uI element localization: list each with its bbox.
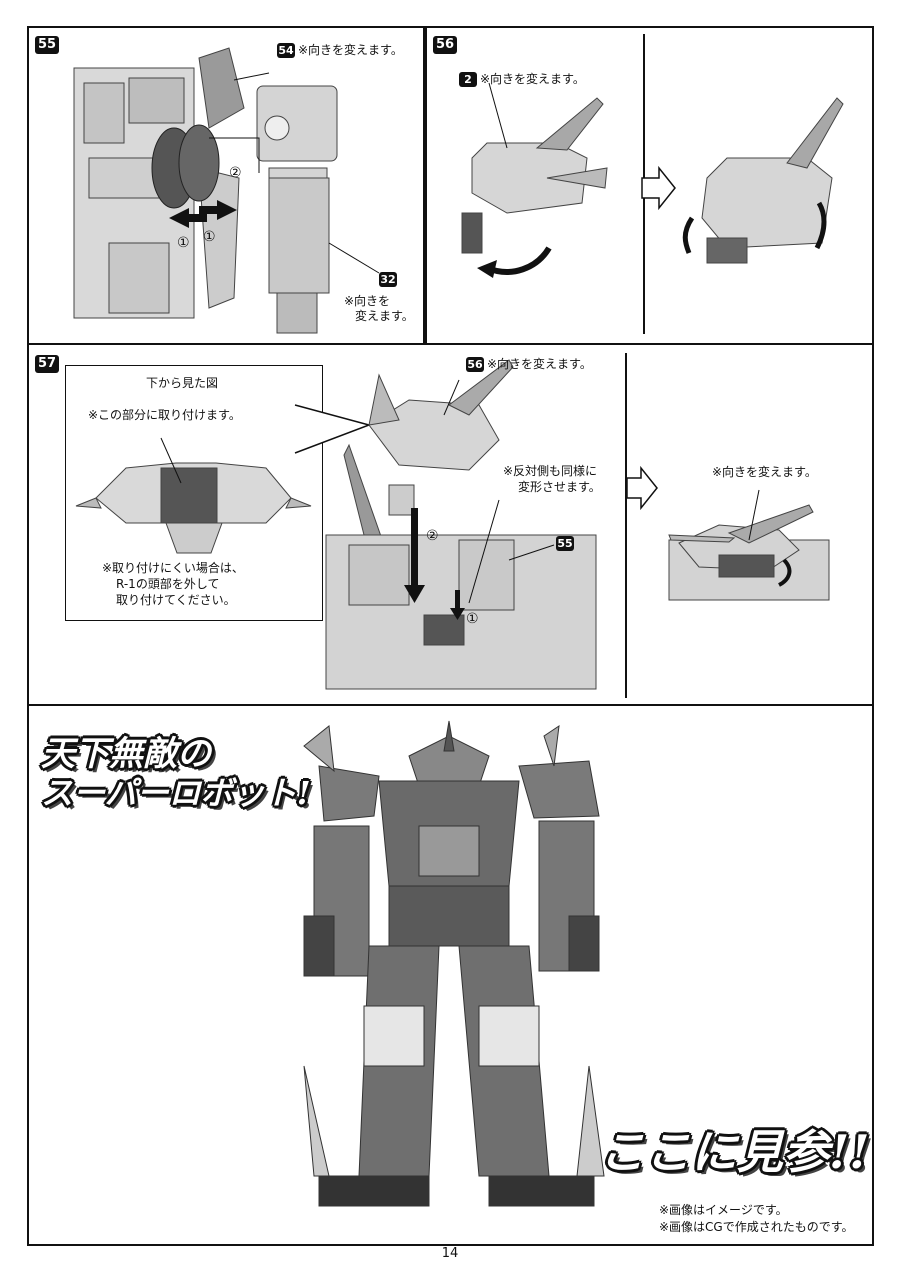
step-57-illustration [294, 353, 830, 698]
callout-title: 下から見た図 [146, 376, 219, 390]
part-ref-badge: 55 [556, 536, 574, 551]
page-number: 14 [441, 1246, 459, 1261]
hint-note: R-1の頭部を外して [116, 577, 220, 591]
hint-note: ※取り付けにくい場合は、 [102, 561, 244, 575]
step-number-badge: 56 [433, 36, 457, 54]
opposite-side-note: ※反対側も同様に [503, 464, 598, 478]
disclaimer: ※画像はCGで作成されたものです。 [659, 1220, 854, 1234]
part-ref-badge: 32 [379, 272, 397, 287]
super-robot-render [303, 720, 605, 1207]
step-56-illustration [461, 82, 844, 278]
rotate-note: ※向きを変えます。 [487, 357, 592, 371]
rotate-note: ※向きを変えます。 [480, 72, 585, 86]
hero-panel: 天下無敵の スーパーロボット! [27, 704, 874, 1246]
step-56-panel: 56 2 ※向きを変えます。 [425, 26, 874, 345]
circled-number: ① [466, 611, 479, 627]
circled-number: ① [203, 229, 216, 245]
part-ref-badge: 54 [277, 43, 295, 58]
circled-number: ② [426, 528, 439, 544]
step-57-panel: 57 下から見た図 ※この部分に取り付けます。 ※取り付けにくい場合は、 R-1… [27, 343, 874, 706]
part-ref-badge: 2 [459, 72, 477, 87]
rotate-note: ※向きを変えます。 [712, 465, 817, 479]
hero-tagline: スーパーロボット! [41, 774, 311, 812]
bottom-view-illustration [75, 437, 312, 554]
part-ref-badge: 56 [466, 357, 484, 372]
disclaimer: ※画像はイメージです。 [659, 1203, 788, 1217]
step-number-badge: 57 [35, 355, 59, 373]
attach-note: ※この部分に取り付けます。 [88, 408, 241, 422]
step-55-illustration [73, 47, 380, 334]
opposite-side-note: 変形させます。 [518, 480, 601, 494]
hero-tagline: 天下無敵の [41, 734, 211, 774]
step-55-panel: 55 [27, 26, 425, 345]
bottom-view-callout: 下から見た図 ※この部分に取り付けます。 ※取り付けにくい場合は、 R-1の頭部… [65, 365, 323, 621]
circled-number: ① [177, 235, 190, 251]
rotate-note: 変えます。 [355, 309, 414, 323]
rotate-note: ※向きを変えます。 [298, 43, 403, 57]
circled-number: ② [229, 165, 242, 181]
hint-note: 取り付けてください。 [116, 593, 236, 607]
rotate-note: ※向きを [344, 294, 391, 308]
step-number-badge: 55 [35, 36, 59, 54]
hero-slogan: ここに見参!! [599, 1125, 870, 1179]
